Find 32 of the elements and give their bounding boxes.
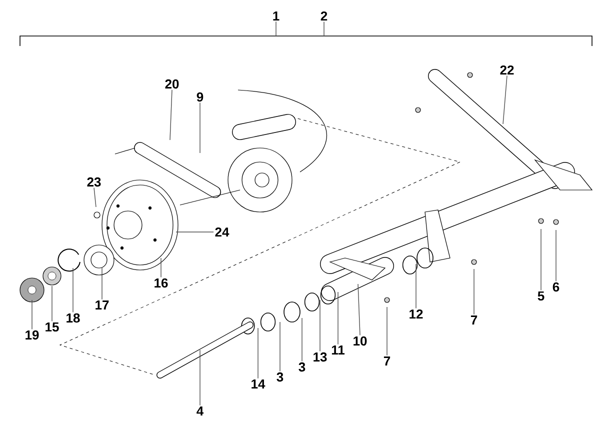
leader-line [358,284,360,336]
callout-number: 24 [215,227,230,237]
callout-number: 3 [276,372,284,382]
callout-number: 12 [410,309,423,319]
callout-number: 5 [538,291,544,301]
callout-number: 19 [26,330,39,340]
leader-line [160,258,162,278]
callout-number: 10 [354,336,367,346]
leader-line [94,187,96,208]
callout-number: 23 [87,177,101,187]
callout-number: 17 [96,300,109,310]
callout-number: 7 [470,316,478,324]
leader-line [170,89,172,140]
callout-number: 6 [552,282,560,292]
callout-number: 15 [46,322,59,332]
callout-number: 2 [320,11,328,21]
leader-line [72,268,74,313]
callout-number: 14 [252,380,266,388]
leader-line [540,228,542,291]
leader-line [386,306,388,356]
callout-number: 18 [66,313,80,323]
callout-number: 13 [314,352,327,362]
callout-number: 11 [332,346,345,354]
callout-number: 4 [196,406,204,416]
callout-number: 7 [384,356,390,366]
callout-number: 22 [500,65,514,75]
callout-number: 3 [298,362,306,372]
callout-number: 16 [154,278,168,288]
callout-number: 1 [273,12,280,20]
callout-number: 9 [196,92,204,102]
callout-number: 20 [165,79,179,89]
leader-line [502,75,508,124]
